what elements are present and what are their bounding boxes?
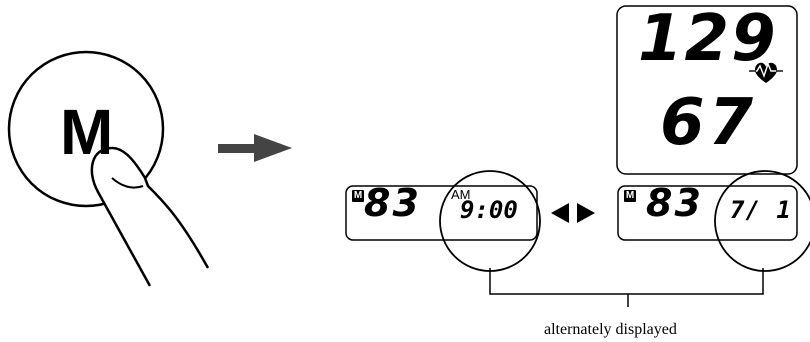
period-label: AM — [451, 187, 471, 202]
diastolic-value: 67 — [660, 86, 758, 160]
caption: alternately displayed — [544, 321, 677, 338]
zoom-circle-date — [714, 170, 810, 272]
hand-press-icon — [90, 146, 210, 287]
memory-badge-icon: M — [624, 190, 636, 202]
pulse-value: 83 — [364, 181, 421, 225]
date-value: 7/ 1 — [730, 196, 792, 224]
heart-icon — [749, 62, 783, 83]
time-value: 9:00 — [460, 196, 518, 224]
memory-button-label[interactable]: M — [60, 96, 114, 168]
pulse-value: 83 — [646, 181, 703, 225]
right-arrow-icon — [218, 134, 292, 162]
memory-screen-time-frame — [345, 185, 538, 241]
swap-arrows-icon — [551, 203, 595, 223]
main-display-frame — [616, 5, 798, 175]
alternate-bracket — [489, 268, 764, 295]
memory-badge-icon: M — [352, 190, 364, 202]
systolic-value: 129 — [638, 2, 778, 76]
memory-screen-date-frame — [617, 185, 798, 241]
